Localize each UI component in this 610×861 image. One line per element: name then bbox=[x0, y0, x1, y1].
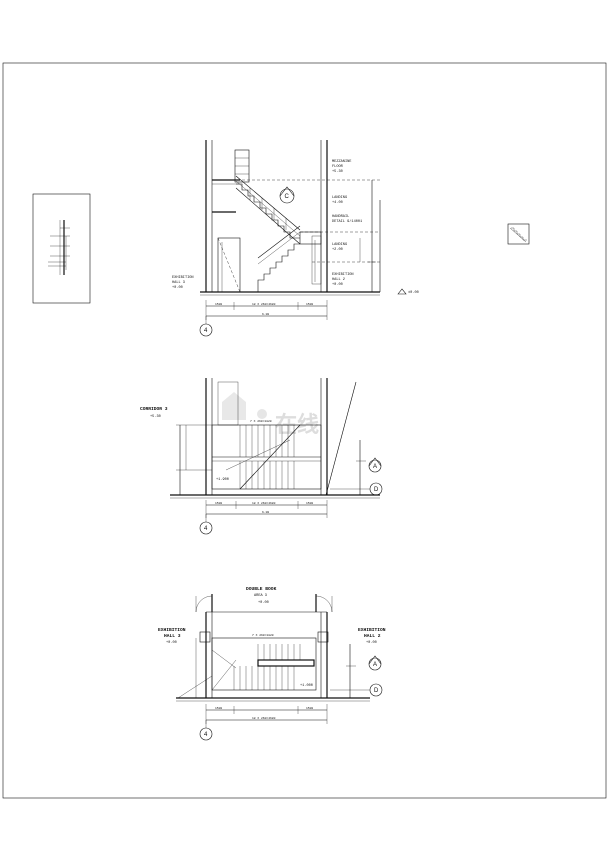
section-tag-a-bot: A bbox=[373, 662, 377, 668]
grid-bubble-4-top: 4 bbox=[204, 328, 208, 334]
label-mezzanine-1: MEZZANINE bbox=[332, 160, 351, 164]
label-corridor-2: +5.30 bbox=[150, 415, 161, 419]
stair-icon bbox=[507, 223, 530, 245]
dim-bot-1: 1500 bbox=[215, 707, 222, 710]
label-handrail-1: HANDRAIL bbox=[332, 215, 349, 219]
dim-mid-3: 1500 bbox=[306, 502, 313, 505]
stair-section: C ±0.00 MEZZANINE FLOOR +5.30 LANDING +4… bbox=[172, 140, 419, 337]
key-plan bbox=[32, 193, 91, 304]
grid-bubble-4-mid: 4 bbox=[204, 526, 208, 532]
stair-plan-ground: DOUBLE BOOK AREA 3 +0.00 EXHIBITION HALL… bbox=[158, 586, 386, 741]
label-exhib-l-1: EXHIBITION bbox=[172, 276, 194, 280]
grid-bubble-d-bot: D bbox=[374, 688, 379, 694]
dim-mid-2: 18 X 260=4680 bbox=[252, 502, 276, 505]
label-exhib-l-1-b: EXHIBITION bbox=[158, 627, 186, 633]
label-landing-2: +4.00 bbox=[332, 201, 343, 205]
dim-top-2: 18 X 260=4680 bbox=[252, 303, 276, 306]
label-exhib-l-2-b: HALL 3 bbox=[164, 633, 181, 639]
grid-bubble-d-mid: D bbox=[374, 487, 379, 493]
section-tag-a-mid: A bbox=[373, 464, 377, 470]
section-tag-c: C bbox=[285, 194, 290, 200]
watermark: 在线 bbox=[222, 392, 319, 437]
label-exhib-l-3: +0.00 bbox=[172, 286, 183, 290]
label-exhib-r-1: EXHIBITION bbox=[332, 273, 354, 277]
label-landing-b-1: LANDING bbox=[332, 243, 347, 247]
label-exhib-l-3-b: +0.00 bbox=[166, 641, 177, 645]
label-corridor-1: CORRIDOR 3 bbox=[140, 406, 168, 412]
label-handrail-2: DETAIL 9/14001 bbox=[332, 219, 362, 224]
label-landing-b-2: +2.00 bbox=[332, 248, 343, 252]
label-up-note-bot: 7 X 260=1820 bbox=[252, 634, 274, 637]
dim-bot-2: 18 X 260=4680 bbox=[252, 717, 276, 720]
label-exhib-r-1-b: EXHIBITION bbox=[358, 627, 386, 633]
dim-mid-1: 1500 bbox=[215, 502, 222, 505]
label-mezzanine-2: FLOOR bbox=[332, 165, 344, 169]
label-double-2: AREA 3 bbox=[254, 594, 267, 598]
label-exhib-r-3: +0.00 bbox=[332, 283, 343, 287]
label-level-mid: +1.900 bbox=[216, 478, 229, 482]
dim-top-1: 1500 bbox=[215, 303, 222, 306]
label-exhib-r-2-b: HALL 2 bbox=[364, 633, 381, 639]
label-up-note-mid: 7 X 260=1820 bbox=[250, 420, 272, 423]
label-exhib-l-2: HALL 3 bbox=[172, 281, 185, 285]
grid-bubble-4-bot: 4 bbox=[204, 732, 208, 738]
dim-top-3: 1500 bbox=[306, 303, 313, 306]
dim-top-4: 6.00 bbox=[262, 313, 269, 316]
label-level-bot: +1.000 bbox=[300, 684, 313, 688]
label-exhib-r-2: HALL 2 bbox=[332, 278, 345, 282]
stair-plan-upper: CORRIDOR 3 +5.30 7 X 260=1820 +1.900 A D… bbox=[140, 378, 383, 535]
label-exhib-r-3-b: +0.00 bbox=[366, 641, 377, 645]
level-right: ±0.00 bbox=[408, 291, 419, 295]
dim-mid-4: 6.00 bbox=[262, 511, 269, 514]
sheet-border bbox=[2, 62, 607, 799]
watermark-text: 在线 bbox=[275, 412, 319, 437]
label-mezzanine-3: +5.30 bbox=[332, 170, 343, 174]
label-double-3: +0.00 bbox=[258, 601, 269, 605]
label-landing-1: LANDING bbox=[332, 196, 347, 200]
dim-bot-3: 1500 bbox=[306, 707, 313, 710]
label-double-1: DOUBLE BOOK bbox=[246, 586, 277, 592]
